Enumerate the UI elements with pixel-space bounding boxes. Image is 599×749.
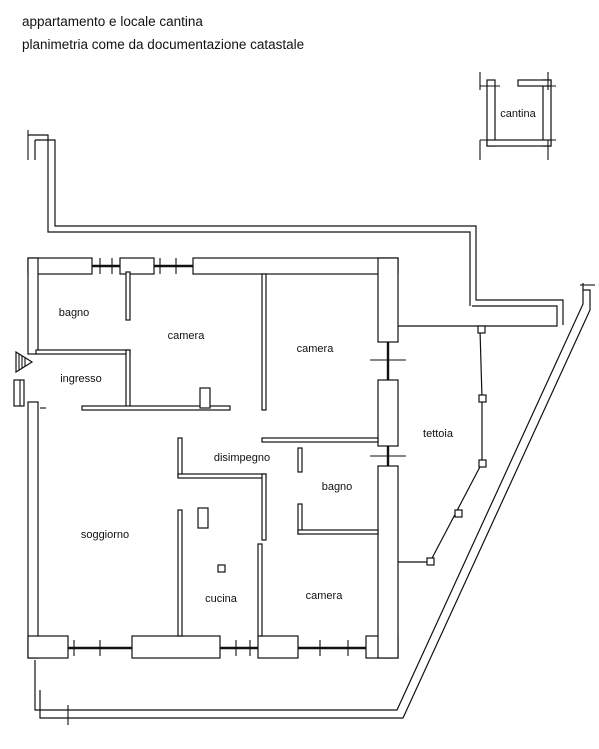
- label-camera-2: camera: [297, 343, 335, 355]
- label-soggiorno: soggiorno: [81, 529, 129, 541]
- label-tettoia: tettoia: [423, 428, 454, 440]
- boundary-lines: [27, 130, 595, 725]
- label-ingresso: ingresso: [60, 373, 102, 385]
- label-disimpegno: disimpegno: [214, 452, 270, 464]
- title-block: appartamento e locale cantina planimetri…: [22, 10, 304, 56]
- label-cantina: cantina: [500, 108, 536, 120]
- entrance-arrow-icon: [15, 350, 34, 374]
- label-camera-3: camera: [306, 590, 344, 602]
- label-cucina: cucina: [205, 593, 238, 605]
- title-line-1: appartamento e locale cantina: [22, 14, 203, 29]
- label-bagno-1: bagno: [59, 307, 90, 319]
- label-bagno-2: bagno: [322, 481, 353, 493]
- cantina-cell: [479, 72, 556, 160]
- walls: [13, 257, 399, 659]
- label-camera-1: camera: [168, 330, 206, 342]
- title-line-2: planimetria come da documentazione catas…: [22, 37, 305, 52]
- tettoia-structure: [398, 325, 487, 566]
- windows: [19, 258, 406, 656]
